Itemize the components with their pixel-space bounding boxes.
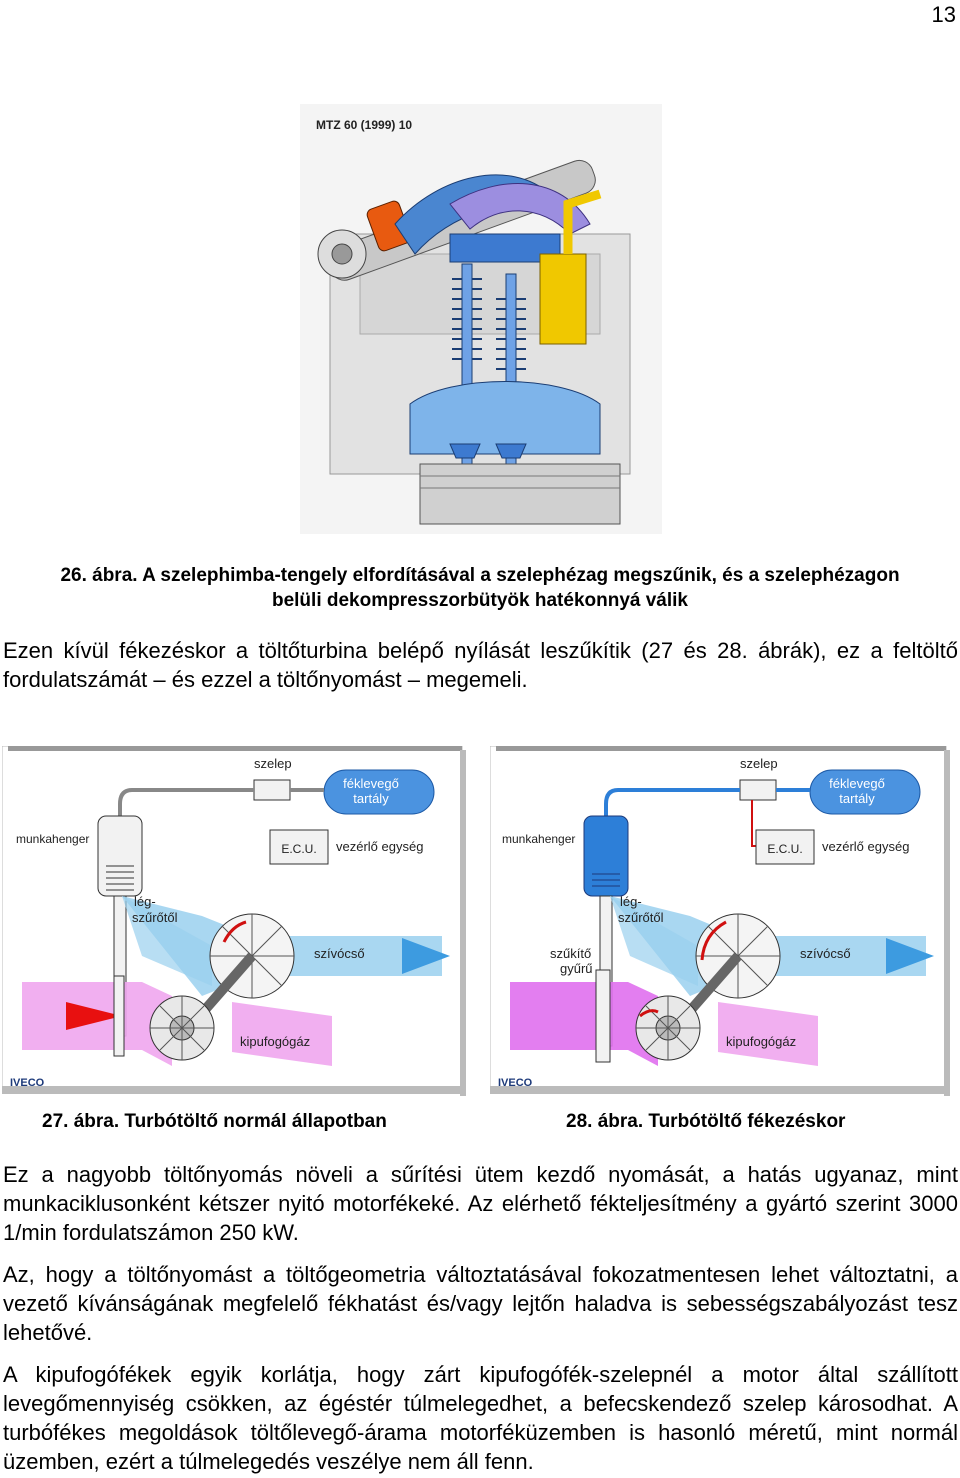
figure-26-caption-line1: 26. ábra. A szelephimba-tengely elfordít… [60,565,900,586]
turbocharger-braking-diagram: féklevegő tartály szelep E.C.U. vezérlő … [490,746,950,1098]
paragraph-4: A kipufogófékek egyik korlátja, hogy zár… [3,1362,958,1474]
air-filter-label-line2: szűrőtől [618,910,664,925]
cylinder-label: munkahenger [502,832,575,846]
ecu-label: E.C.U. [767,842,802,856]
paragraph-1: Ezen kívül fékezéskor a töltőturbina bel… [3,638,958,692]
figure-26-caption: 26. ábra. A szelephimba-tengely elfordít… [0,563,960,613]
figure-28-caption: 28. ábra. Turbótöltő fékezéskor [566,1111,846,1132]
restrictor-ring-label-line2: gyűrű [560,961,593,976]
exhaust-gas-label: kipufogógáz [726,1034,796,1049]
page-number: 13 [931,2,956,27]
brake-air-tank-label-line2: tartály [839,791,875,806]
air-filter-label-line1: lég- [134,894,156,909]
valve-label: szelep [254,756,292,771]
control-unit-label: vezérlő egység [822,839,909,854]
figure-26-caption-line2: belüli dekompresszorbütyök hatékonnyá vá… [271,590,688,611]
iveco-logo: IVECO [10,1077,45,1089]
paragraph-3: Az, hogy a töltőnyomást a töltőgeometria… [3,1262,958,1345]
iveco-logo: IVECO [498,1077,533,1089]
exhaust-gas-label: kipufogógáz [240,1034,310,1049]
figure-27-caption: 27. ábra. Turbótöltő normál állapotban [42,1111,387,1132]
intake-pipe-label: szívócső [314,946,365,961]
intake-pipe-label: szívócső [800,946,851,961]
figure-source-label: MTZ 60 (1999) 10 [316,118,412,132]
air-filter-label-line1: lég- [620,894,642,909]
brake-air-tank-label-line1: féklevegő [829,776,885,791]
paragraph-2: Ez a nagyobb töltőnyomás növeli a sűríté… [3,1162,958,1245]
valve-label: szelep [740,756,778,771]
brake-air-tank-label-line1: féklevegő [343,776,399,791]
air-filter-label-line2: szűrőtől [132,910,178,925]
cylinder-label: munkahenger [16,832,89,846]
brake-air-tank-label-line2: tartály [353,791,389,806]
valve-mechanism-illustration: MTZ 60 (1999) 10 [300,104,662,534]
turbocharger-normal-diagram: féklevegő tartály szelep E.C.U. vezérlő … [2,746,466,1098]
ecu-label: E.C.U. [281,842,316,856]
restrictor-ring-label-line1: szűkítő [550,946,591,961]
control-unit-label: vezérlő egység [336,839,423,854]
